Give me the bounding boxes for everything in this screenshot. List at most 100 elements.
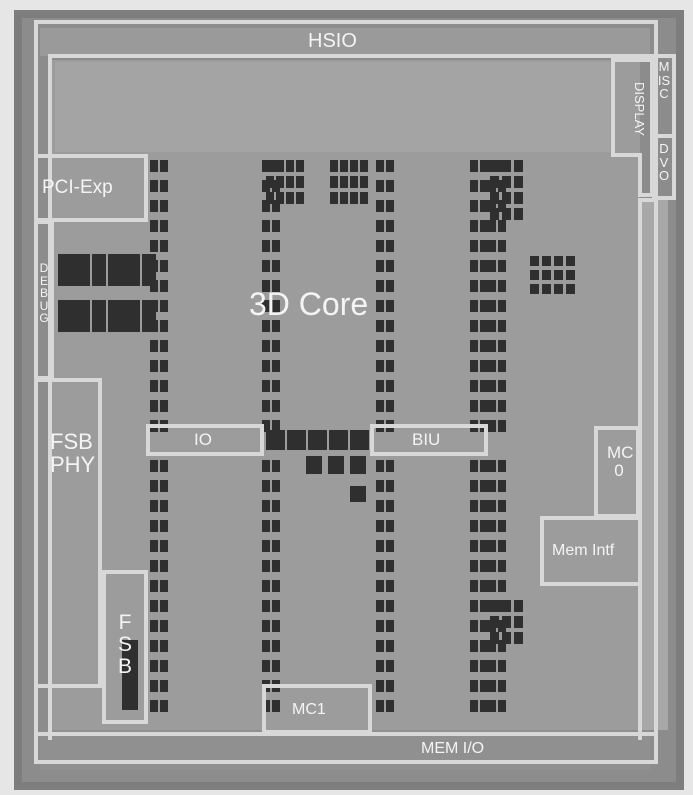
logic-cell bbox=[498, 560, 506, 572]
logic-cell bbox=[160, 340, 168, 352]
logic-cell bbox=[480, 260, 488, 272]
logic-cell bbox=[386, 620, 394, 632]
pci-exp-outline bbox=[34, 154, 148, 222]
sram-cell bbox=[296, 176, 304, 188]
logic-cell bbox=[150, 200, 158, 212]
macro-block bbox=[92, 300, 106, 332]
logic-cell bbox=[498, 520, 506, 532]
io-label: IO bbox=[194, 430, 212, 449]
sram-cell bbox=[276, 176, 284, 188]
logic-cell bbox=[488, 400, 496, 412]
logic-cell bbox=[488, 520, 496, 532]
sram-cell bbox=[554, 270, 563, 280]
bus-cell bbox=[350, 486, 366, 502]
logic-cell bbox=[470, 700, 478, 712]
logic-cell bbox=[480, 400, 488, 412]
display-label: DISPLAY bbox=[632, 82, 647, 136]
logic-cell bbox=[480, 360, 488, 372]
logic-cell bbox=[470, 620, 478, 632]
logic-cell bbox=[480, 200, 488, 212]
logic-cell bbox=[498, 500, 506, 512]
logic-cell bbox=[480, 700, 488, 712]
logic-cell bbox=[150, 340, 158, 352]
mem-io-label: MEM I/O bbox=[421, 740, 485, 757]
logic-cell bbox=[498, 240, 506, 252]
logic-cell bbox=[160, 700, 168, 712]
logic-cell bbox=[488, 680, 496, 692]
logic-cell bbox=[376, 200, 384, 212]
logic-cell bbox=[498, 460, 506, 472]
io-outline bbox=[146, 424, 264, 456]
logic-cell bbox=[150, 500, 158, 512]
sram-cell bbox=[350, 176, 358, 188]
logic-cell bbox=[470, 160, 478, 172]
sram-cell bbox=[360, 192, 368, 204]
logic-cell bbox=[160, 220, 168, 232]
logic-cell bbox=[488, 640, 496, 652]
logic-cell bbox=[376, 460, 384, 472]
logic-cell bbox=[502, 208, 511, 220]
logic-cell bbox=[480, 500, 488, 512]
logic-cell bbox=[262, 300, 270, 312]
logic-cell bbox=[272, 400, 280, 412]
logic-cell bbox=[272, 540, 280, 552]
logic-cell bbox=[470, 520, 478, 532]
sram-cell bbox=[286, 176, 294, 188]
logic-cell bbox=[502, 632, 511, 644]
logic-cell bbox=[470, 320, 478, 332]
logic-cell bbox=[160, 680, 168, 692]
logic-cell bbox=[376, 160, 384, 172]
macro-block bbox=[108, 300, 140, 332]
logic-cell bbox=[150, 380, 158, 392]
logic-cell bbox=[490, 176, 499, 188]
macro-block bbox=[92, 254, 106, 286]
logic-cell bbox=[150, 220, 158, 232]
logic-cell bbox=[480, 300, 488, 312]
logic-cell bbox=[498, 380, 506, 392]
sram-cell bbox=[266, 176, 274, 188]
logic-cell bbox=[470, 460, 478, 472]
logic-cell bbox=[386, 660, 394, 672]
logic-cell bbox=[376, 500, 384, 512]
logic-cell bbox=[262, 320, 270, 332]
sram-cell bbox=[566, 270, 575, 280]
logic-cell bbox=[470, 500, 478, 512]
logic-cell bbox=[514, 632, 523, 644]
logic-cell bbox=[386, 680, 394, 692]
logic-cell bbox=[262, 280, 270, 292]
logic-cell bbox=[470, 240, 478, 252]
logic-cell bbox=[150, 180, 158, 192]
logic-cell bbox=[376, 600, 384, 612]
logic-cell bbox=[272, 220, 280, 232]
top-io-band bbox=[40, 28, 650, 56]
logic-cell bbox=[262, 500, 270, 512]
logic-cell bbox=[490, 192, 499, 204]
logic-cell bbox=[470, 280, 478, 292]
logic-cell bbox=[376, 180, 384, 192]
logic-cell bbox=[272, 420, 280, 432]
logic-cell bbox=[480, 640, 488, 652]
logic-cell bbox=[498, 640, 506, 652]
hsio-label: HSIO bbox=[308, 30, 357, 52]
sram-cell bbox=[566, 284, 575, 294]
sram-cell bbox=[330, 160, 338, 172]
logic-cell bbox=[480, 660, 488, 672]
logic-cell bbox=[386, 480, 394, 492]
logic-cell bbox=[376, 580, 384, 592]
logic-cell bbox=[376, 340, 384, 352]
logic-cell bbox=[498, 660, 506, 672]
logic-cell bbox=[262, 480, 270, 492]
fsb-phy-label: FSB PHY bbox=[50, 429, 96, 478]
mem-intf-outline bbox=[540, 516, 642, 586]
logic-cell bbox=[386, 600, 394, 612]
bus-cell bbox=[306, 456, 322, 474]
sram-cell bbox=[350, 192, 358, 204]
logic-cell bbox=[150, 700, 158, 712]
logic-cell bbox=[488, 260, 496, 272]
logic-cell bbox=[470, 540, 478, 552]
logic-cell bbox=[488, 540, 496, 552]
logic-cell bbox=[498, 220, 506, 232]
logic-cell bbox=[150, 460, 158, 472]
misc-label: MISC bbox=[657, 59, 671, 102]
